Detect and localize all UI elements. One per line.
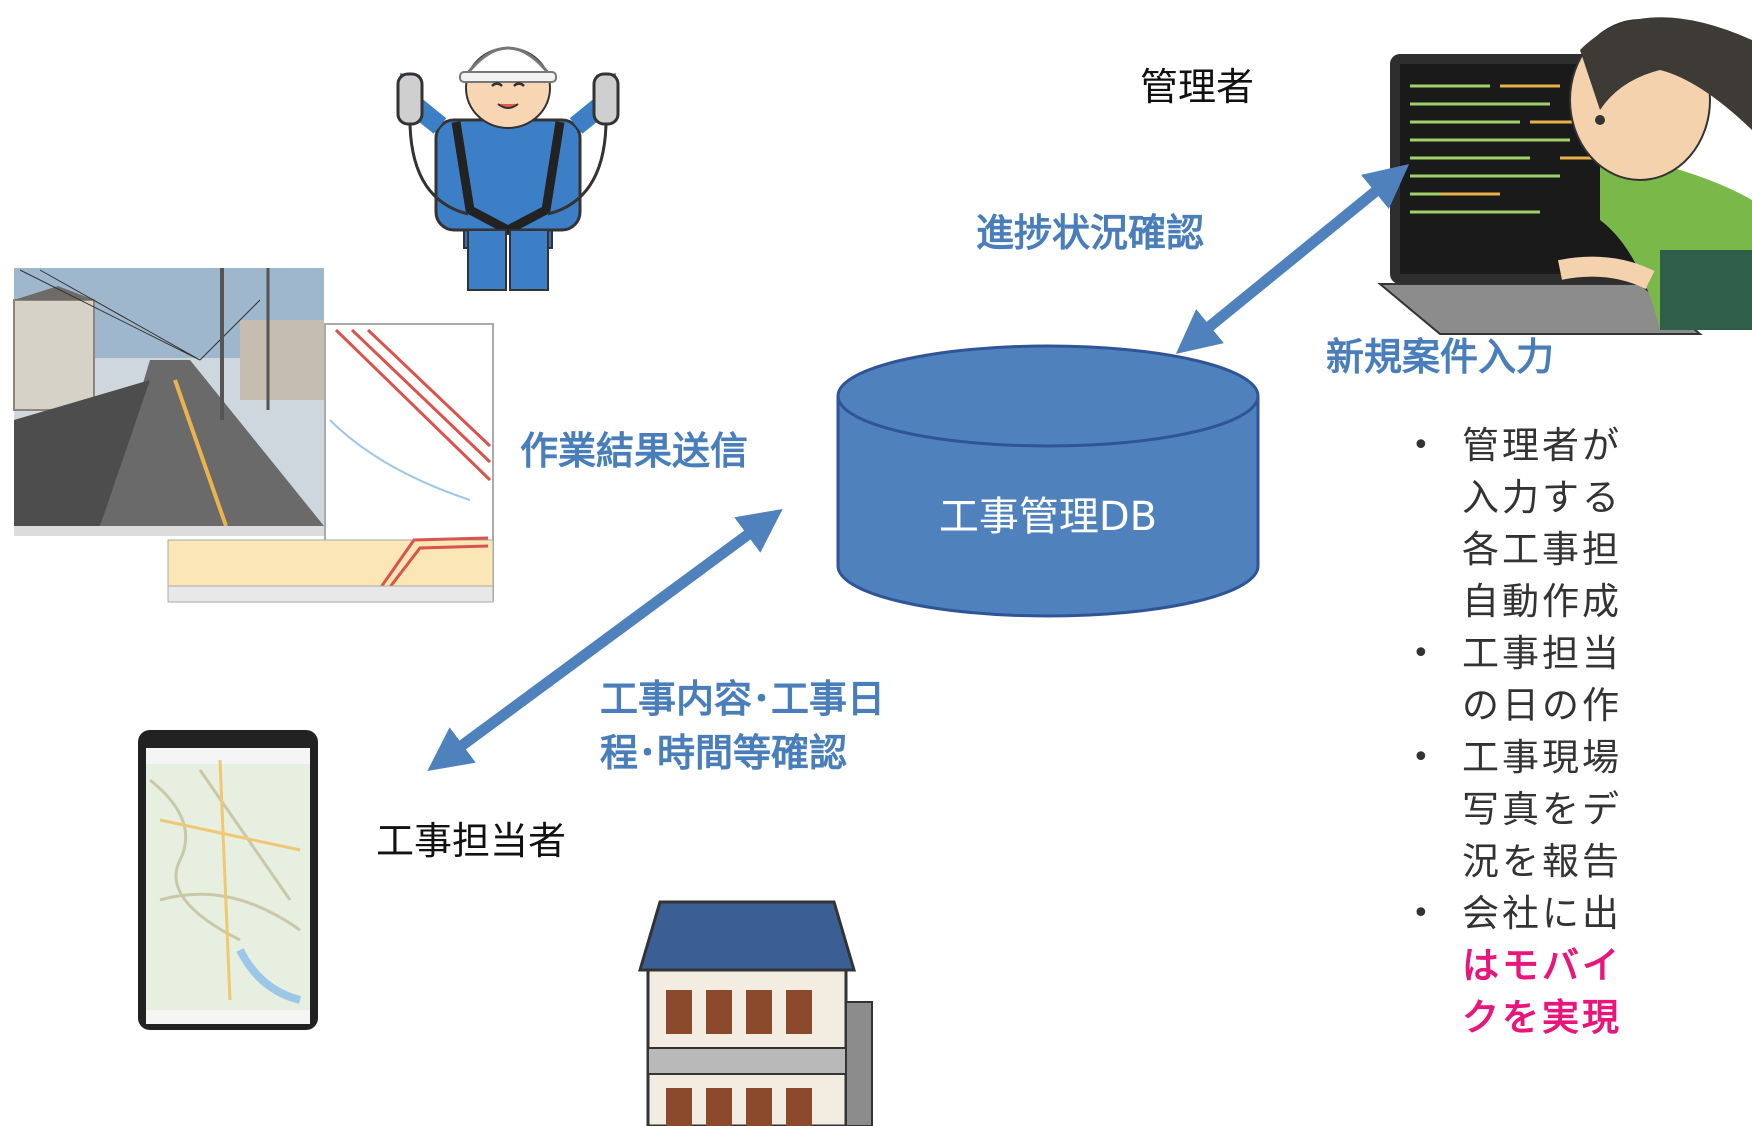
database-cylinder-icon	[836, 344, 1260, 618]
bullet-line: 写真をデ	[1462, 788, 1622, 831]
progress-check-label: 進捗状況確認	[976, 211, 1205, 255]
programmer-laptop-icon	[1377, 17, 1752, 335]
arrow-worker-db	[427, 508, 783, 772]
bullet-line: 入力する	[1462, 476, 1622, 519]
bullet-accent-line: はモバイ	[1462, 944, 1622, 987]
new-case-input-label: 新規案件入力	[1326, 335, 1555, 379]
bullet-line: 管理者が	[1462, 424, 1622, 467]
db-name-label: 工事管理DB	[938, 494, 1158, 540]
construction-worker-icon	[396, 46, 620, 291]
confirm-label: 工事内容･工事日 程･時間等確認	[600, 672, 885, 780]
street-camera-photo	[13, 268, 324, 536]
bullet-item: 工事現場 写真をデ 況を報告	[1412, 732, 1752, 888]
bullet-line: 工事現場	[1462, 736, 1622, 779]
smartphone-map-icon	[138, 730, 318, 1030]
bullet-line: 各工事担	[1462, 528, 1622, 571]
apartment-building-icon	[637, 900, 873, 1126]
worker-label: 工事担当者	[376, 819, 567, 863]
confirm-label-line2: 程･時間等確認	[600, 731, 848, 775]
bullet-line: 自動作成	[1462, 580, 1622, 623]
bullet-line: 工事担当	[1462, 632, 1622, 675]
bullet-item: 管理者が 入力する 各工事担 自動作成	[1412, 420, 1752, 628]
arrow-db-manager	[1175, 164, 1410, 354]
bullet-accent-line: クを実現	[1462, 996, 1622, 1039]
bullet-line: の日の作	[1462, 684, 1622, 727]
bullet-line: 会社に出	[1462, 892, 1622, 935]
bullet-item: 工事担当 の日の作	[1412, 628, 1752, 732]
confirm-label-line1: 工事内容･工事日	[600, 677, 886, 721]
bullet-list: 管理者が 入力する 各工事担 自動作成 工事担当 の日の作 工事現場 写真をデ …	[1412, 420, 1752, 1044]
result-send-label: 作業結果送信	[520, 429, 749, 473]
bullet-item: 会社に出 はモバイ クを実現	[1412, 888, 1752, 1044]
bullet-line: 況を報告	[1462, 840, 1622, 883]
manager-label: 管理者	[1140, 65, 1255, 109]
